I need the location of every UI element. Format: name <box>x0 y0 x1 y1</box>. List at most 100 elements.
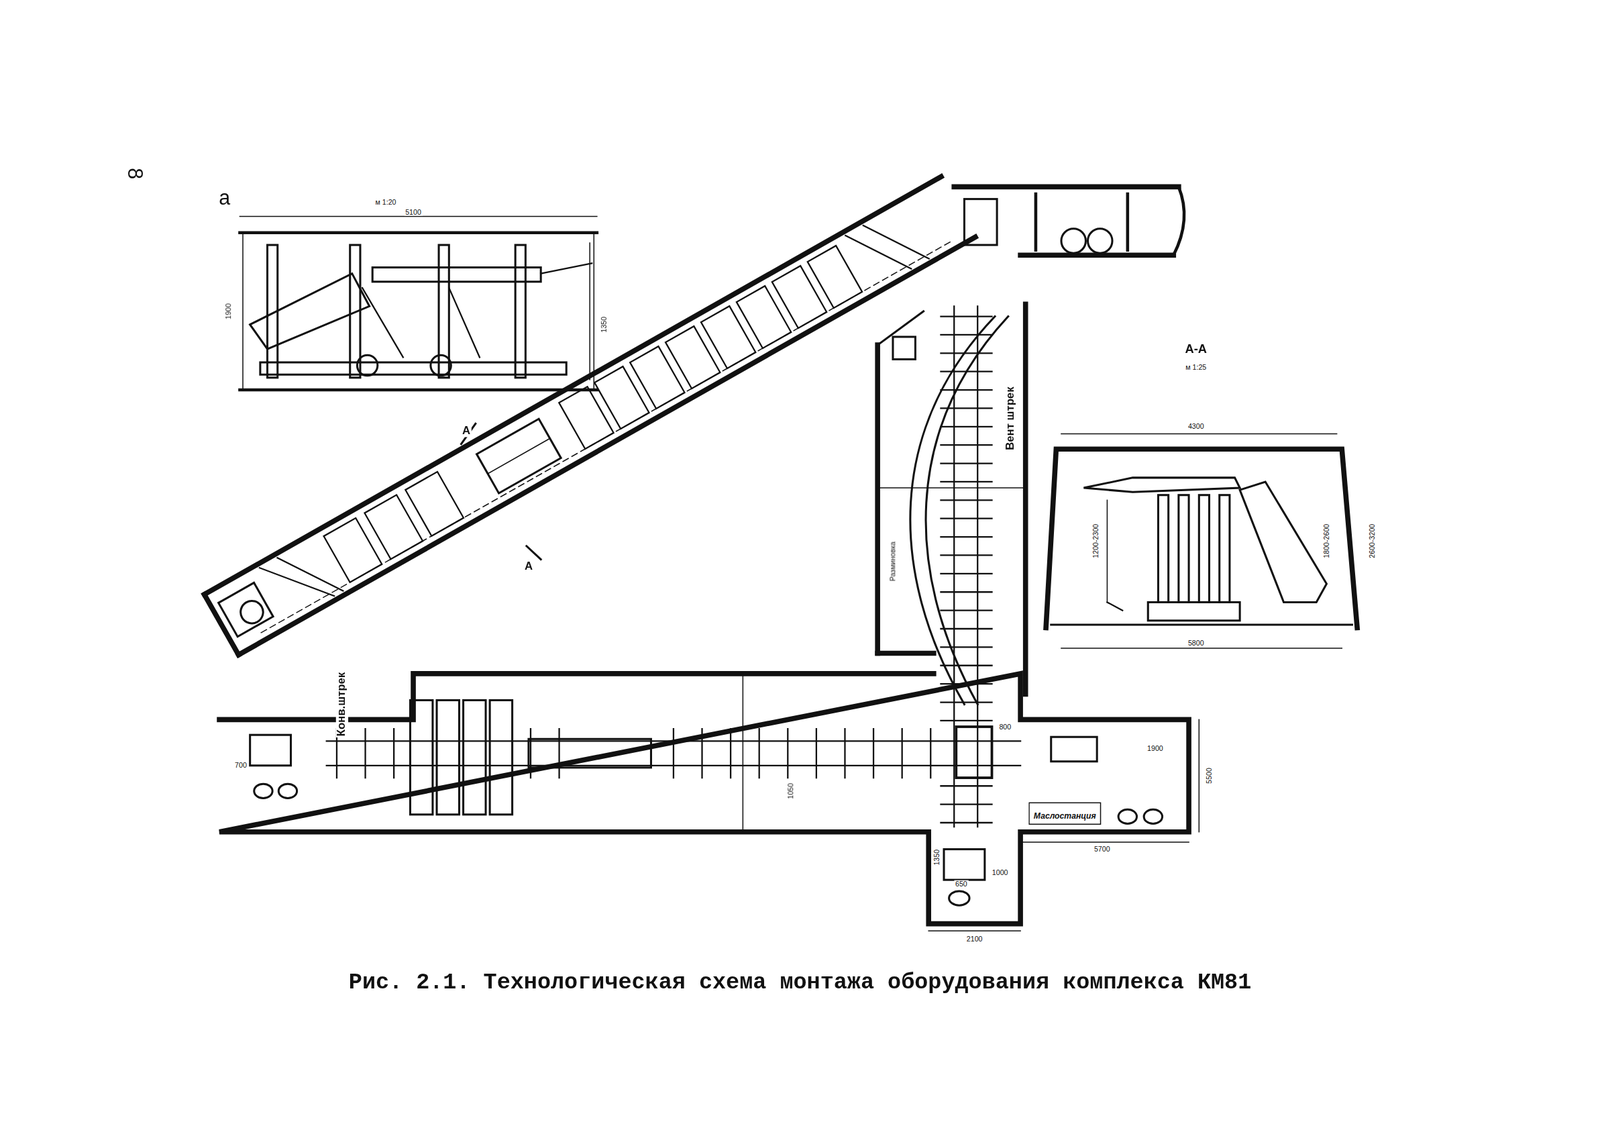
track-shape <box>940 316 992 823</box>
inset-a-shape <box>593 232 596 390</box>
conveyor-drift-shape <box>928 929 1021 932</box>
vent-drift-shape <box>877 311 924 345</box>
vent-drift-shape <box>879 487 1024 489</box>
conveyor-drift-shape <box>489 699 512 814</box>
face-lava-shape <box>277 537 343 611</box>
conveyor-drift-shape <box>336 728 931 778</box>
inset-section-a-a-shape <box>1198 495 1209 603</box>
inset-a <box>239 216 597 390</box>
turnout-label: Разминовка <box>888 540 897 583</box>
dimension: 5800 <box>1186 639 1205 647</box>
upper-drift-shape <box>964 199 997 245</box>
upper-drift-shape <box>1126 193 1130 251</box>
inset-a-shape <box>260 362 567 375</box>
vent-drift-shape <box>910 316 995 705</box>
track-shape <box>976 305 979 827</box>
inset-a-shape <box>372 267 541 282</box>
upper-drift-shape <box>953 184 1179 190</box>
inset-a-shape <box>239 388 597 392</box>
dimension: 1200-2300 <box>1092 522 1100 559</box>
dimension: 1900 <box>224 302 233 321</box>
dimension: 2100 <box>965 935 984 943</box>
inset-section-a-a-shape <box>1147 601 1240 620</box>
inset-section-a-a-shape <box>1051 623 1353 626</box>
upper-drift-shape <box>1034 193 1038 251</box>
inset-section-a-a-shape <box>1106 499 1109 602</box>
conveyor-drift-shape <box>528 738 652 768</box>
dimension: 2600-3200 <box>1368 522 1376 559</box>
dimension: 1000 <box>990 868 1009 877</box>
track-shape <box>953 305 955 827</box>
face-lava-shape <box>236 596 268 628</box>
face-lava-shape <box>405 471 464 537</box>
dimension: 5500 <box>1205 766 1213 785</box>
inset-section-a-a-shape <box>1219 495 1230 603</box>
dimension: 650 <box>953 880 969 888</box>
face-lava-shape <box>863 205 930 279</box>
upper-drift-shape <box>1173 186 1185 255</box>
inset-section-a-a-shape <box>1061 647 1342 649</box>
conveyor-drift-shape <box>1198 719 1201 832</box>
face-lava-shape <box>218 582 274 636</box>
inset-a-shape <box>250 273 370 350</box>
section-marker-shape <box>526 546 541 560</box>
figure-caption: Рис. 2.1. Технологическая схема монтажа … <box>348 970 1252 996</box>
face-lava-shape <box>665 326 720 389</box>
inset-section-a-a <box>1045 433 1358 648</box>
scale-note: м 1:25 <box>1184 363 1208 371</box>
face-lava-shape <box>476 418 562 494</box>
conveyor-drift-shape <box>1118 809 1137 824</box>
conveyor-drift-shape <box>1143 809 1162 824</box>
dimension: 1350 <box>600 315 608 334</box>
conveyor-drift-shape <box>219 673 1189 924</box>
conveyor-drift-shape <box>463 699 486 814</box>
face-lava-shape <box>487 438 551 474</box>
dimension: 5700 <box>1092 845 1111 853</box>
face-lava-shape <box>260 240 954 633</box>
inset-section-a-a-shape <box>1178 495 1189 603</box>
inset-section-a-a-shape <box>1083 477 1240 492</box>
inset-section-a-a-shape <box>1239 481 1327 602</box>
figure-letter: а <box>218 187 232 209</box>
upper-drift <box>953 186 1185 255</box>
upper-drift-shape <box>1061 228 1087 254</box>
track <box>940 305 992 827</box>
track-shape <box>955 726 992 778</box>
face-lava-shape <box>259 542 335 622</box>
section-marker-shape <box>461 423 476 444</box>
vent-drift-shape <box>874 344 881 653</box>
inset-a-shape <box>242 232 244 390</box>
dimension: 1900 <box>1146 743 1165 752</box>
face-lava-shape <box>772 265 827 329</box>
page-number: 8 <box>124 167 146 181</box>
inset-a-shape <box>515 244 526 378</box>
conveyor-drift-shape <box>278 783 297 798</box>
equipment-name: Маслостанция <box>1033 811 1097 821</box>
vent-drift-shape <box>1023 303 1029 694</box>
section-title: А-А <box>1184 342 1208 356</box>
upper-drift-shape <box>1087 228 1113 254</box>
face-lava-shape <box>558 386 614 449</box>
dimension: 700 <box>234 761 249 769</box>
conveyor-drift-shape <box>254 783 273 798</box>
face-lava <box>204 176 976 655</box>
conveyor-drift-shape <box>943 849 985 881</box>
vent-drift-shape <box>892 336 916 359</box>
section-mark: А <box>461 424 472 437</box>
inset-section-a-a-shape <box>1045 448 1358 628</box>
drift-name: Конв.штрек <box>336 670 349 738</box>
face-lava-shape <box>204 594 239 655</box>
dimension: 1350 <box>933 847 941 867</box>
dimension: 1800-2600 <box>1322 522 1331 559</box>
vent-drift <box>877 303 1026 704</box>
inset-a-shape <box>239 231 597 235</box>
inset-section-a-a-shape <box>1061 433 1338 435</box>
inset-section-a-a-shape <box>1106 601 1123 610</box>
inset-a-shape <box>448 287 480 357</box>
face-lava-shape <box>807 245 863 308</box>
inset-a-shape <box>430 354 451 376</box>
inset-a-shape <box>356 354 378 376</box>
face-lava-shape <box>204 176 942 595</box>
